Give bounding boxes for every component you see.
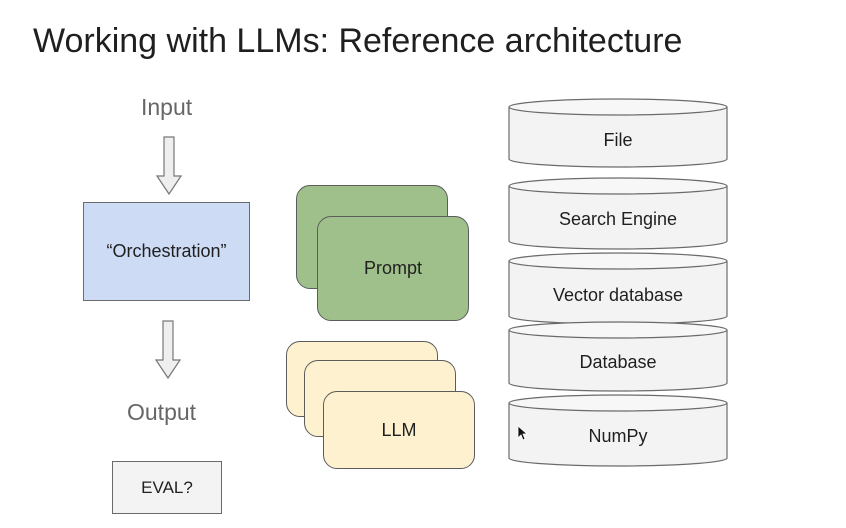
cylinder-label-database: Database xyxy=(579,352,657,372)
down-arrow-output-icon xyxy=(155,320,181,380)
cylinder-label-file: File xyxy=(603,130,633,150)
output-label: Output xyxy=(127,399,197,425)
mouse-cursor-icon xyxy=(517,425,529,441)
cylinder-label-vector-database: Vector database xyxy=(552,285,684,305)
eval-box: EVAL? xyxy=(112,461,222,514)
cylinder-label-numpy: NumPy xyxy=(588,426,648,446)
cylinder-file xyxy=(508,98,728,168)
orchestration-box: “Orchestration” xyxy=(83,202,250,301)
prompt-card: Prompt xyxy=(317,216,469,321)
cylinder-search-engine xyxy=(508,177,728,250)
input-label: Input xyxy=(141,94,193,120)
down-arrow-input-icon xyxy=(156,136,182,196)
llm-card: LLM xyxy=(323,391,475,469)
slide-title: Working with LLMs: Reference architectur… xyxy=(33,22,683,60)
cylinder-numpy xyxy=(508,394,728,467)
cylinder-label-search-engine: Search Engine xyxy=(558,209,678,229)
cylinder-database xyxy=(508,321,728,392)
cylinder-vector-database xyxy=(508,252,728,325)
